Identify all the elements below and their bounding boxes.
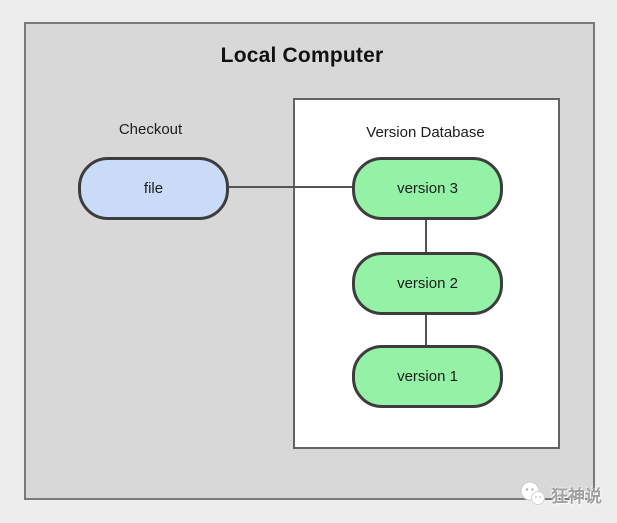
version-database-label: Version Database — [366, 124, 485, 141]
version2-node-label: version 2 — [397, 275, 458, 292]
watermark: 狂神说 — [519, 481, 602, 507]
version1-node-label: version 1 — [397, 368, 458, 385]
checkout-label: Checkout — [118, 121, 183, 138]
file-node-label: file — [143, 180, 164, 197]
version3-node: version 3 — [352, 157, 503, 220]
chat-bubbles-icon — [520, 481, 545, 505]
watermark-text: 狂神说 — [551, 486, 602, 506]
diagram-title: Local Computer — [220, 44, 384, 67]
connector-version2-to-version1 — [425, 309, 427, 349]
connector-version3-to-version2 — [425, 214, 427, 256]
version3-node-label: version 3 — [397, 180, 458, 197]
connector-file-to-version3 — [223, 186, 355, 188]
file-node: file — [78, 157, 229, 220]
version2-node: version 2 — [352, 252, 503, 315]
version1-node: version 1 — [352, 345, 503, 408]
